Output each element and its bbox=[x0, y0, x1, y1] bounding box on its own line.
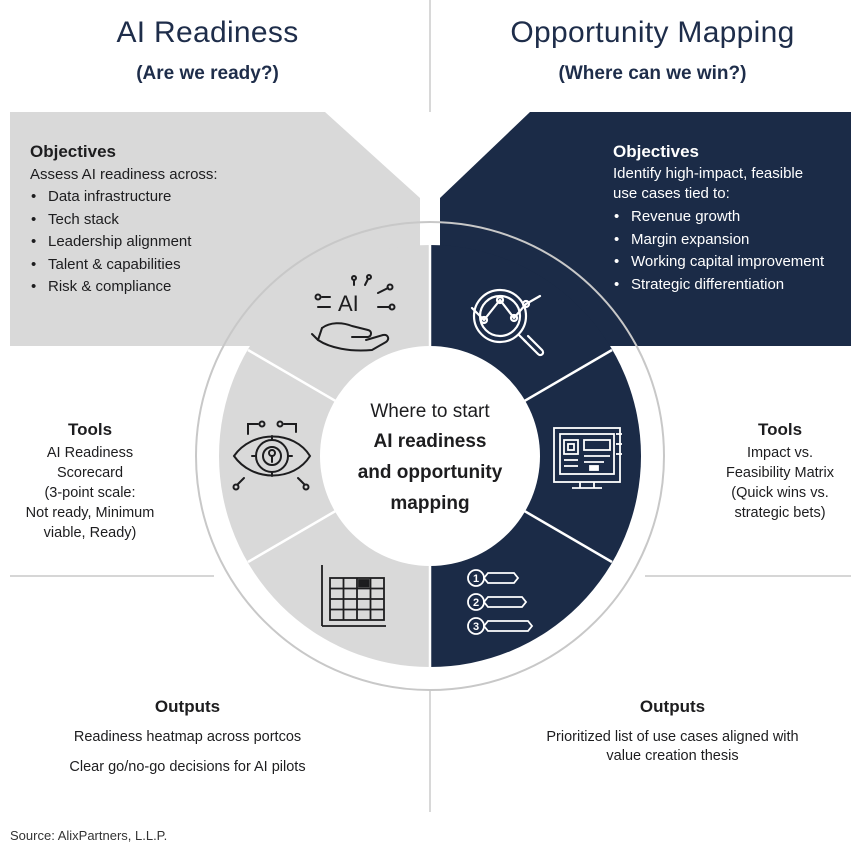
grid-table-icon bbox=[321, 565, 386, 627]
list-number-2: 2 bbox=[473, 597, 479, 609]
left-outputs: Outputs Readiness heatmap across portcos… bbox=[30, 697, 345, 777]
magnifier-chart-icon bbox=[470, 288, 545, 357]
list-item: Risk & compliance bbox=[30, 276, 330, 299]
list-item: Talent & capabilities bbox=[30, 254, 330, 277]
right-tools-line: Impact vs. bbox=[746, 445, 814, 461]
list-number-1: 1 bbox=[473, 573, 479, 585]
left-objectives: Objectives Assess AI readiness across: D… bbox=[30, 142, 330, 299]
right-subtitle: (Where can we win?) bbox=[558, 63, 747, 84]
left-objectives-list: Data infrastructure Tech stack Leadershi… bbox=[30, 186, 330, 299]
center-circle bbox=[320, 346, 540, 566]
center-label: Where to start AI readiness and opportun… bbox=[330, 398, 530, 519]
center-line-1: Where to start bbox=[370, 401, 490, 422]
eye-gear-icon bbox=[232, 420, 312, 491]
right-objectives-intro-2: use cases tied to: bbox=[613, 185, 730, 202]
left-subtitle: (Are we ready?) bbox=[136, 63, 279, 84]
source-note: Source: AlixPartners, L.L.P. bbox=[10, 828, 168, 843]
left-tools-line: AI Readiness bbox=[46, 445, 134, 461]
list-item: Margin expansion bbox=[613, 229, 851, 252]
left-objectives-intro: Assess AI readiness across: bbox=[30, 166, 218, 183]
left-tools-line: (3-point scale: bbox=[44, 485, 136, 501]
right-outputs-heading: Outputs bbox=[639, 697, 706, 716]
right-objectives-list: Revenue growth Margin expansion Working … bbox=[613, 206, 851, 296]
right-outputs: Outputs Prioritized list of use cases al… bbox=[510, 697, 835, 766]
left-title: AI Readiness bbox=[116, 16, 299, 49]
center-line-4: mapping bbox=[390, 493, 470, 514]
right-title: Opportunity Mapping bbox=[510, 16, 795, 49]
right-objectives: Objectives Identify high-impact, feasibl… bbox=[613, 142, 851, 296]
right-tools-line: Feasibility Matrix bbox=[726, 465, 834, 481]
numbered-list-icon bbox=[467, 569, 534, 635]
right-tools-line: (Quick wins vs. bbox=[731, 485, 829, 501]
list-item: Strategic differentiation bbox=[613, 274, 851, 297]
left-outputs-heading: Outputs bbox=[154, 697, 221, 716]
dashboard-screen-icon bbox=[553, 427, 622, 489]
left-tools-line: Scorecard bbox=[56, 465, 124, 481]
center-line-2: AI readiness bbox=[373, 431, 487, 452]
right-tools: Tools Impact vs. Feasibility Matrix (Qui… bbox=[700, 420, 854, 523]
ai-glyph: AI bbox=[338, 291, 359, 316]
list-item: Working capital improvement bbox=[613, 251, 851, 274]
right-tools-heading: Tools bbox=[757, 420, 803, 439]
list-number-3: 3 bbox=[473, 621, 479, 633]
left-tools-line: Not ready, Minimum bbox=[25, 505, 155, 521]
center-line-3: and opportunity bbox=[357, 462, 503, 483]
right-outputs-line: value creation thesis bbox=[606, 748, 739, 764]
list-item: Data infrastructure bbox=[30, 186, 330, 209]
left-objectives-heading: Objectives bbox=[30, 142, 116, 161]
left-outputs-line: Readiness heatmap across portcos bbox=[73, 729, 302, 745]
right-objectives-intro-1: Identify high-impact, feasible bbox=[613, 165, 804, 182]
left-tools-heading: Tools bbox=[67, 420, 113, 439]
list-item: Tech stack bbox=[30, 209, 330, 232]
right-tools-line: strategic bets) bbox=[734, 505, 826, 521]
list-item: Leadership alignment bbox=[30, 231, 330, 254]
list-item: Revenue growth bbox=[613, 206, 851, 229]
left-tools-line: viable, Ready) bbox=[43, 525, 137, 541]
left-outputs-line: Clear go/no-go decisions for AI pilots bbox=[69, 759, 306, 775]
left-tools: Tools AI Readiness Scorecard (3-point sc… bbox=[10, 420, 170, 543]
right-objectives-heading: Objectives bbox=[613, 142, 699, 161]
right-outputs-line: Prioritized list of use cases aligned wi… bbox=[546, 729, 799, 745]
outer-ring bbox=[195, 221, 665, 691]
